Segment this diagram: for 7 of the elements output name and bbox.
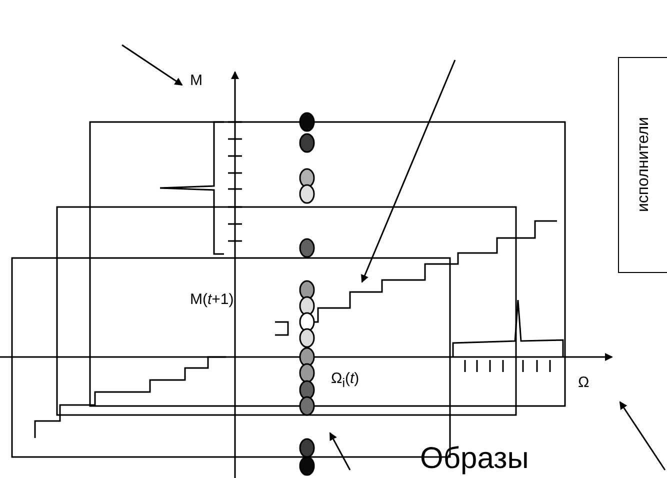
axis-label: Ω <box>578 375 590 392</box>
box-label: исполнители <box>635 117 653 213</box>
label-box <box>618 57 667 273</box>
axis-label: M <box>190 73 202 90</box>
axis-label: M(t+1) <box>190 292 234 308</box>
axis-label: Образы <box>420 442 529 475</box>
axis-label: Ω$_{i}$(t) <box>331 371 360 391</box>
